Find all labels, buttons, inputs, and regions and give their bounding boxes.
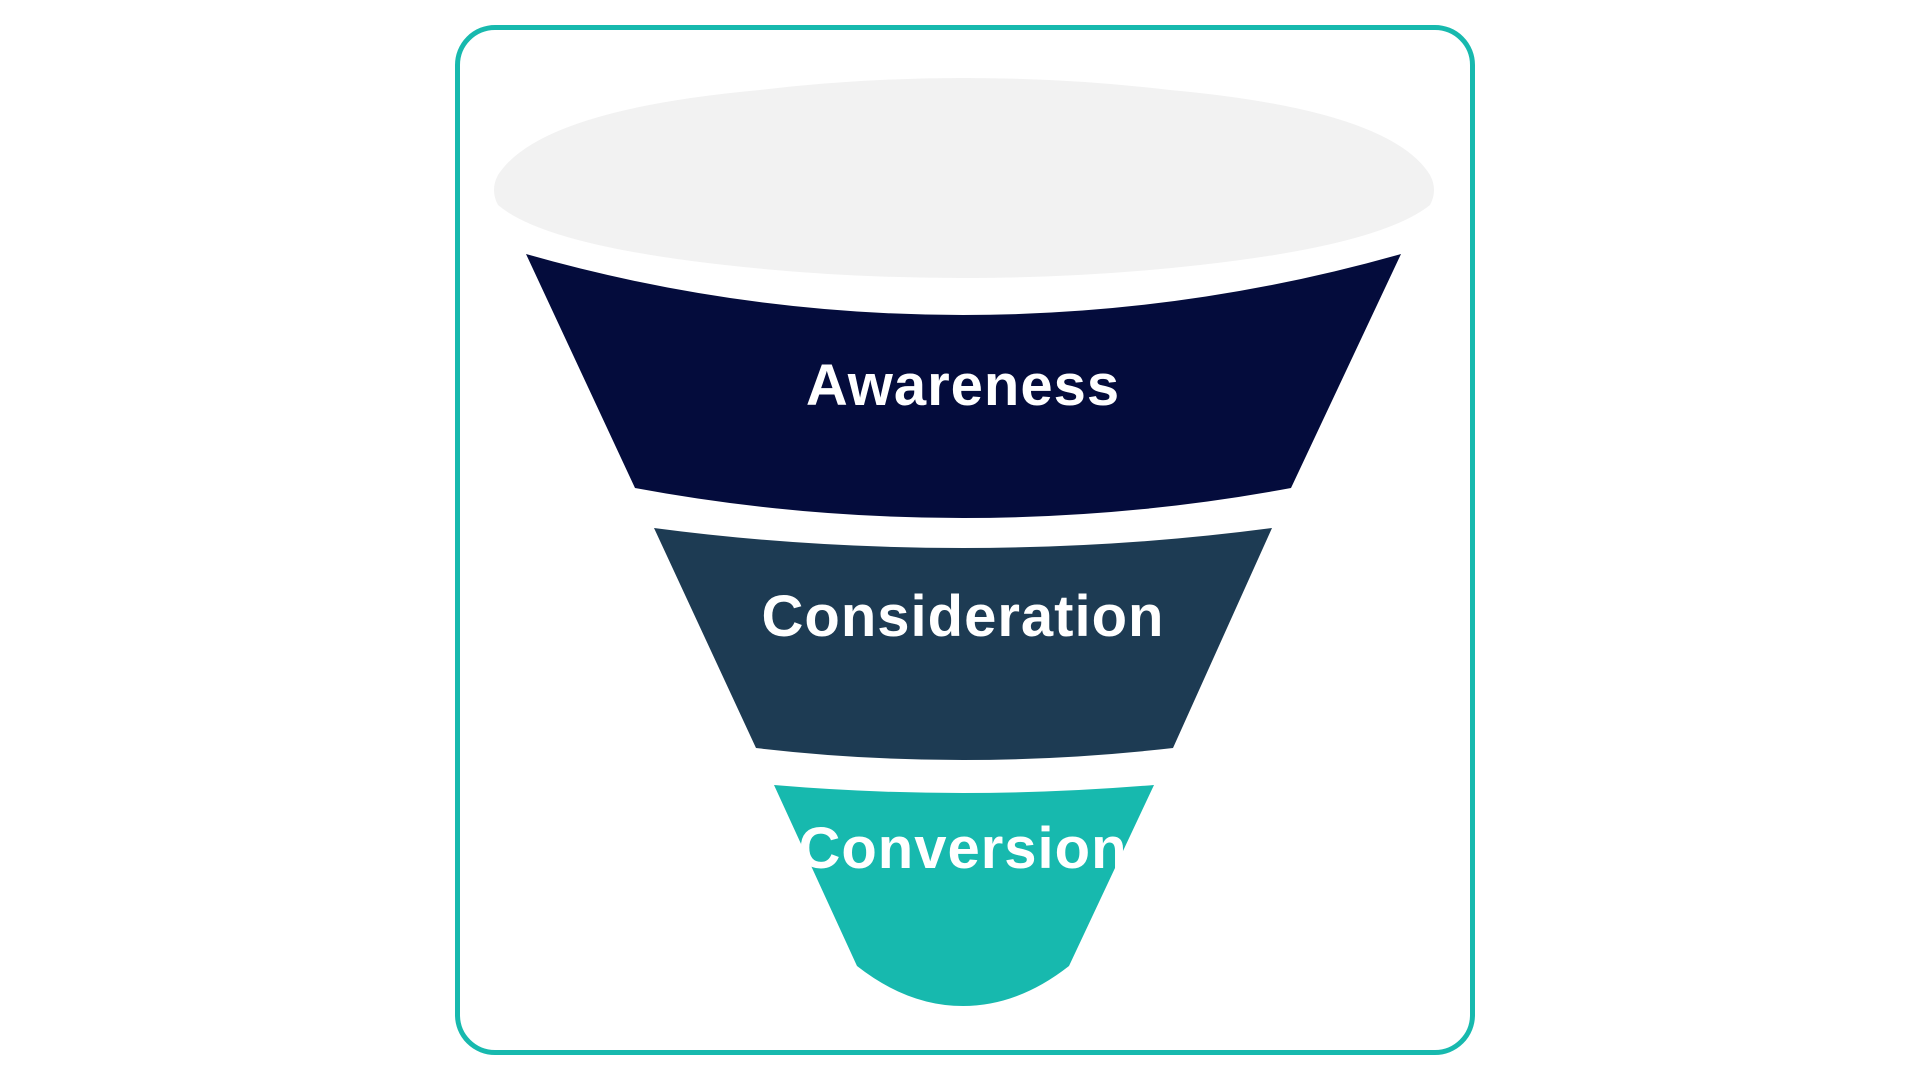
- stage-label-conversion: Conversion: [798, 816, 1127, 881]
- funnel-stage-awareness: [526, 254, 1401, 518]
- funnel-stage-conversion: [774, 785, 1154, 1006]
- funnel-stage-consideration: [654, 528, 1272, 760]
- stage-label-awareness: Awareness: [806, 353, 1120, 418]
- stage-label-consideration: Consideration: [762, 584, 1165, 649]
- funnel-rim: [494, 78, 1434, 278]
